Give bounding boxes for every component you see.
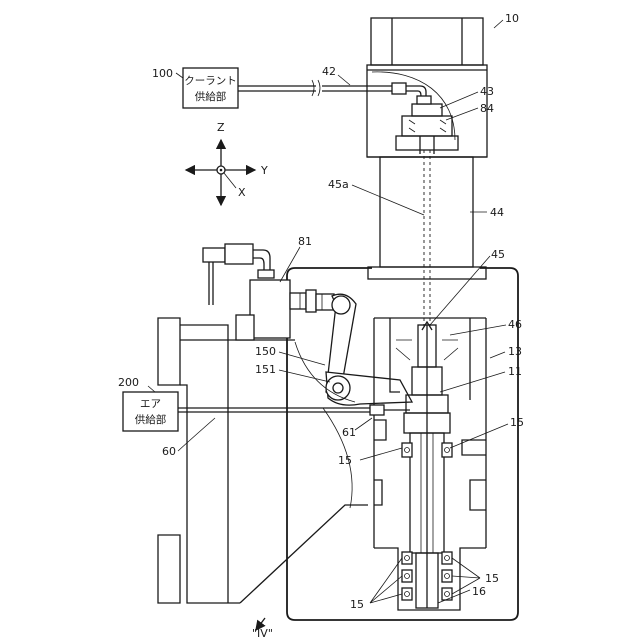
label-46: 46 [508, 318, 522, 331]
section-label-iv: "IV" [252, 627, 273, 640]
label-84: 84 [480, 102, 494, 115]
pivot-151 [295, 342, 412, 405]
label-44: 44 [490, 206, 504, 219]
coolant-supply-text-1: クーラント [184, 75, 237, 87]
axis-z-label: Z [217, 121, 225, 134]
label-151: 151 [255, 363, 276, 376]
air-supply-text-1: エア [140, 398, 161, 410]
label-13: 13 [508, 345, 522, 358]
reference-labels: 10 100 42 43 84 45a 44 81 45 46 13 150 1… [118, 12, 524, 640]
label-42: 42 [322, 65, 336, 78]
section-break [256, 408, 352, 630]
coordinate-axes: Z Y X [186, 121, 268, 205]
coolant-supply-unit: クーラント 供給部 [183, 68, 431, 108]
label-16: 16 [472, 585, 486, 598]
label-61: 61 [342, 426, 356, 439]
label-45a: 45a [328, 178, 349, 191]
label-15-right-lower: 15 [485, 572, 499, 585]
label-150: 150 [255, 345, 276, 358]
label-15-left-lower: 15 [350, 598, 364, 611]
coolant-supply-text-2: 供給部 [195, 90, 227, 103]
label-81: 81 [298, 235, 312, 248]
label-15-left-upper: 15 [338, 454, 352, 467]
spindle-head [367, 18, 487, 330]
label-43: 43 [480, 85, 494, 98]
label-11: 11 [508, 365, 522, 378]
axis-x-label: X [238, 186, 246, 199]
label-45: 45 [491, 248, 505, 261]
air-supply-text-2: 供給部 [135, 413, 167, 426]
label-100: 100 [152, 67, 173, 80]
label-200: 200 [118, 376, 139, 389]
label-15-right-upper: 15 [510, 416, 524, 429]
label-10: 10 [505, 12, 519, 25]
axis-y-label: Y [260, 164, 268, 177]
tool-spindle [374, 318, 486, 610]
label-60: 60 [162, 445, 176, 458]
